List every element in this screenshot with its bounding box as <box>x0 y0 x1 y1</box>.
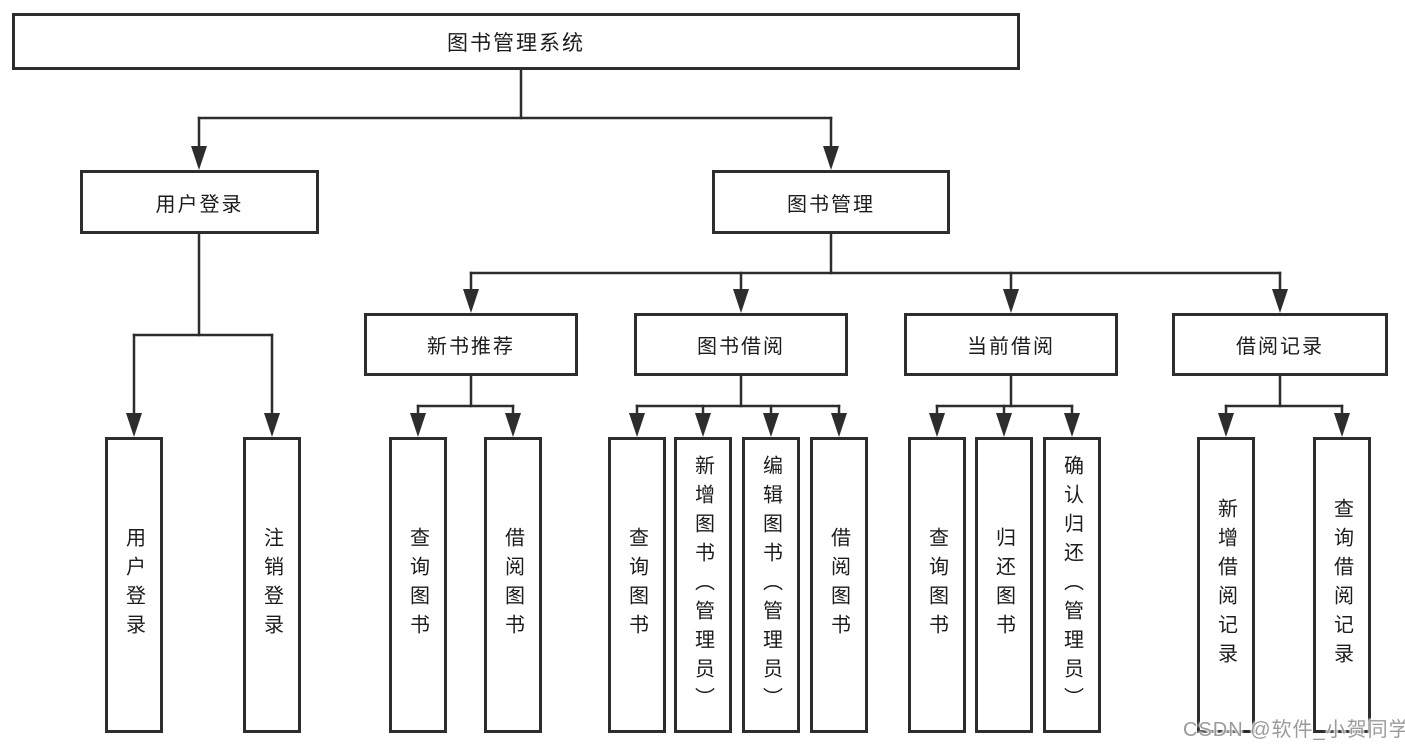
node-current-borrowing: 当前借阅 <box>904 313 1118 376</box>
node-borrowing-borrow-books: 借阅图书 <box>810 437 868 733</box>
node-return-books: 归还图书 <box>975 437 1033 733</box>
node-recommend-query-books: 查询图书 <box>389 437 447 733</box>
node-new-book-recommendation: 新书推荐 <box>364 313 578 376</box>
csdn-watermark: CSDN @软件_小贺同学 <box>1183 719 1405 741</box>
node-borrowing-query-books: 查询图书 <box>608 437 666 733</box>
node-user-login-leaf: 用户登录 <box>105 437 163 733</box>
node-library-management-system: 图书管理系统 <box>12 13 1020 70</box>
node-logout-leaf: 注销登录 <box>243 437 301 733</box>
node-confirm-return-admin: 确认归还（管理员） <box>1043 437 1101 733</box>
node-recommend-borrow-books: 借阅图书 <box>484 437 542 733</box>
node-borrowing-records: 借阅记录 <box>1172 313 1388 376</box>
node-add-borrow-record: 新增借阅记录 <box>1197 437 1255 733</box>
node-query-borrow-record: 查询借阅记录 <box>1313 437 1371 733</box>
node-current-query-books: 查询图书 <box>908 437 966 733</box>
node-book-management-branch: 图书管理 <box>712 170 950 234</box>
node-user-login-branch: 用户登录 <box>80 170 319 234</box>
node-add-books-admin: 新增图书（管理员） <box>674 437 732 733</box>
node-edit-books-admin: 编辑图书（管理员） <box>742 437 800 733</box>
node-book-borrowing: 图书借阅 <box>634 313 848 376</box>
